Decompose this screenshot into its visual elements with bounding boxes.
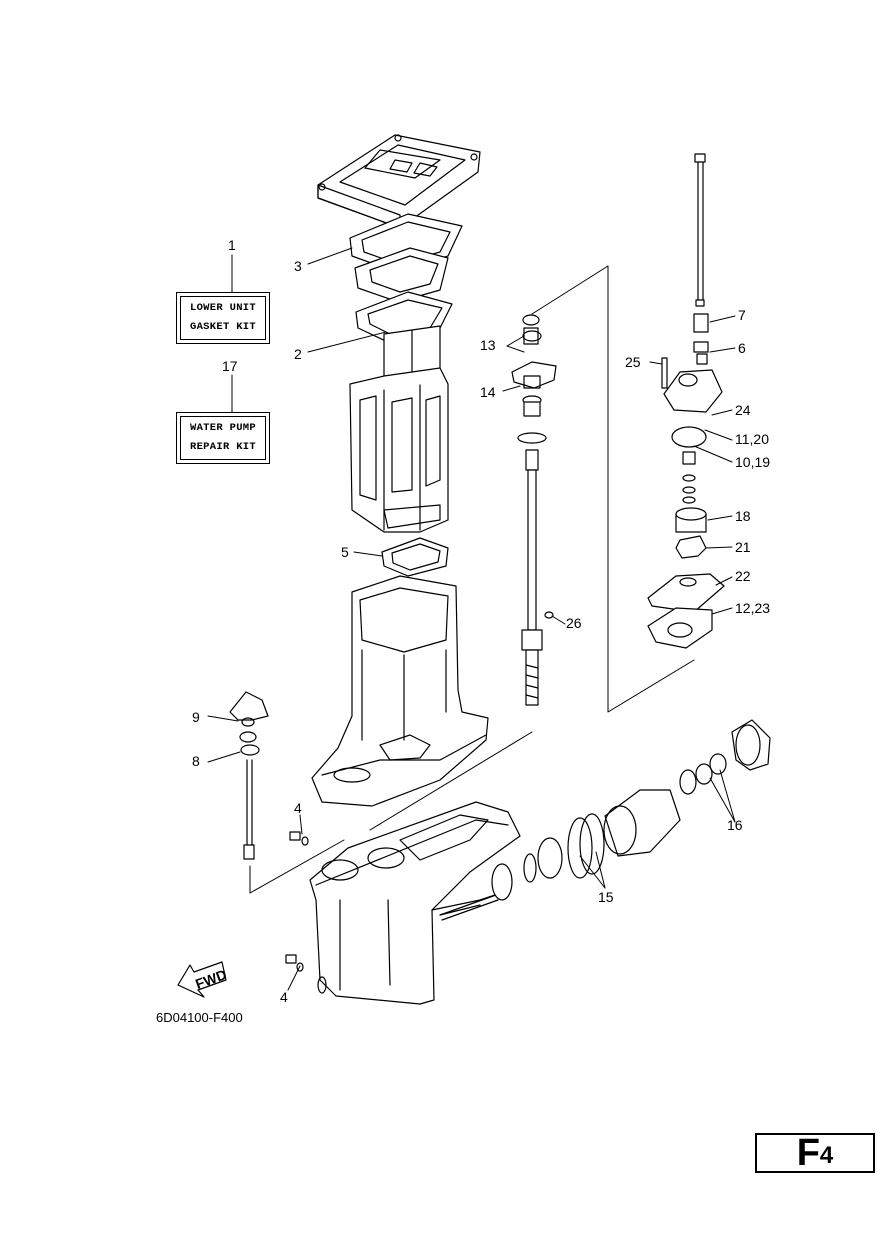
exhaust-guide-tube bbox=[349, 325, 449, 533]
propeller-shaft-assembly bbox=[439, 719, 771, 921]
callout-3: 3 bbox=[294, 258, 302, 274]
page-tag-letter: F bbox=[796, 1132, 820, 1174]
callout-24: 24 bbox=[735, 402, 751, 418]
callout-25: 25 bbox=[625, 354, 641, 370]
gasket-5 bbox=[381, 537, 449, 577]
callout-13: 13 bbox=[480, 337, 496, 353]
fwd-arrow-icon: FWD bbox=[177, 961, 229, 998]
callout-26: 26 bbox=[566, 615, 582, 631]
diagram-code: 6D04100-F400 bbox=[156, 1010, 243, 1025]
callout-4-upper: 4 bbox=[294, 800, 302, 816]
callout-18: 18 bbox=[735, 508, 751, 524]
gasket-kit-label: LOWER UNIT GASKET KIT bbox=[176, 292, 270, 344]
upper-casing-top-plate bbox=[317, 134, 481, 229]
callout-10-19: 10,19 bbox=[735, 454, 770, 470]
callout-4-lower: 4 bbox=[280, 989, 288, 1005]
gasket-kit-line2: GASKET KIT bbox=[189, 321, 256, 333]
callout-2: 2 bbox=[294, 346, 302, 362]
upper-casing-mid bbox=[354, 247, 449, 303]
callout-17: 17 bbox=[222, 358, 238, 374]
anode-screws bbox=[285, 831, 309, 972]
callout-14: 14 bbox=[480, 384, 496, 400]
page-tag-number: 4 bbox=[819, 1142, 834, 1169]
callout-8: 8 bbox=[192, 753, 200, 769]
upper-casing bbox=[311, 575, 489, 807]
callout-numbers: 3 2 5 13 14 26 7 6 25 24 11,20 10,19 18 … bbox=[192, 237, 770, 1005]
water-pump-kit-line2: REPAIR KIT bbox=[189, 441, 256, 453]
water-pump-kit-line1: WATER PUMP bbox=[189, 422, 256, 434]
callout-22: 22 bbox=[735, 568, 751, 584]
water-pump-assembly bbox=[647, 153, 725, 649]
callout-6: 6 bbox=[738, 340, 746, 356]
shift-rod-assembly bbox=[229, 691, 269, 860]
water-pump-kit-label: WATER PUMP REPAIR KIT bbox=[176, 412, 270, 464]
callout-9: 9 bbox=[192, 709, 200, 725]
gasket-kit-line1: LOWER UNIT bbox=[189, 302, 256, 314]
callout-1: 1 bbox=[228, 237, 236, 253]
callout-7: 7 bbox=[738, 307, 746, 323]
callout-16: 16 bbox=[727, 817, 743, 833]
callout-21: 21 bbox=[735, 539, 751, 555]
callout-12-23: 12,23 bbox=[735, 600, 770, 616]
routing-lines bbox=[249, 265, 695, 894]
callout-5: 5 bbox=[341, 544, 349, 560]
callout-15: 15 bbox=[598, 889, 614, 905]
page-tag: F 4 bbox=[755, 1133, 875, 1173]
callout-11-20: 11,20 bbox=[735, 431, 769, 447]
driveshaft-assembly bbox=[511, 314, 557, 706]
leader-lines bbox=[207, 247, 736, 991]
